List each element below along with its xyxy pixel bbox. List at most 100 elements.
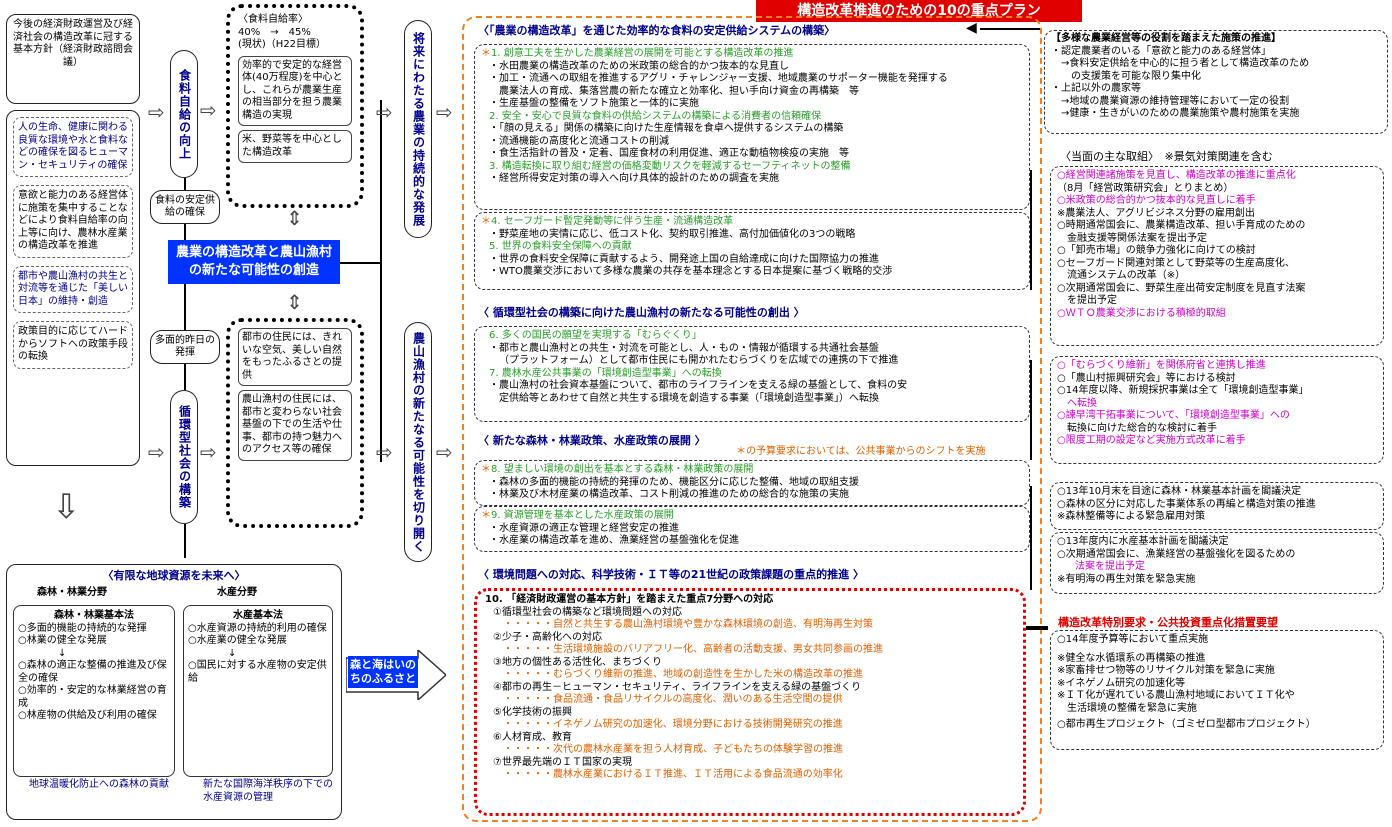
connector-line xyxy=(1026,626,1048,630)
arrow-right-icon: ⇨ xyxy=(436,440,453,464)
area-detail: ・・・・・むらづくり維新の推進、地域の創造性を生かした米の構造改革の推進 xyxy=(503,669,863,680)
diverse-box: 【多様な農業経営等の役割を踏まえた施策の推進】 ・認定農業者のいる「意欲と能力の… xyxy=(1044,30,1388,134)
water-output: 新たな国際海洋秩序の下での水産資源の管理 xyxy=(203,779,333,803)
special-item: ○都市再生プロジェクト（ゴミゼロ型都市プロジェクト） xyxy=(1057,719,1316,730)
point-3: 都市や農山漁村の共生と対流等を通じた「美しい日本」の維持・創造 xyxy=(13,265,133,313)
mura-item: 転換に向けた総合的な検討に着手 xyxy=(1057,422,1217,434)
forest-plan-item: ※森林整備等による緊急雇用対策 xyxy=(1057,511,1206,522)
updown-arrow-icon: ⇕ xyxy=(286,290,303,314)
plan-4-title: ＊4. セーフガード暫定発動等に伴う生産・流通構造改革 xyxy=(481,216,734,227)
section-1-header: 〈「農業の構造改革」を通じた効率的な食料の安定供給システムの構築〉 xyxy=(478,24,836,37)
sustainable-development-pill: 将来にわたる農業の持続的な発展 xyxy=(404,20,432,238)
diverse-line: →食料安定供給を中心的に担う者として構造改革のため xyxy=(1051,58,1310,69)
plan-2-item: ・流通機能の高度化と流通コストの削減 xyxy=(489,135,669,147)
special-item: ※健全な水循環系の再構築の推進 xyxy=(1057,652,1206,664)
water-plan-item: ※有明海の再生対策を緊急実施 xyxy=(1057,573,1196,585)
plan-5-item: ・WTO農業交渉において多様な農業の共存を基本理念とする日本提案に基づく戦略的交… xyxy=(489,266,893,277)
point-2: 意欲と能力のある経営体に施策を集中することなどにより食料自給率の向上等に向け、農… xyxy=(13,185,133,258)
diverse-title: 【多様な農業経営等の役割を踏まえた施策の推進】 xyxy=(1051,33,1281,44)
area-heading: ⑦世界最先端のＩＴ国家の実現 xyxy=(493,756,632,768)
urban-benefit: 都市の住民には、きれいな空気、美しい自然をもったふるさとの提供 xyxy=(238,328,352,386)
plan-6-title: 6. 多くの国民の願望を実現する「むらぐくり」 xyxy=(489,330,702,341)
mura-item: ○「農山村振興研究会」等における検討 xyxy=(1057,372,1236,384)
urban-rural-box: 都市の住民には、きれいな空気、美しい自然をもったふるさとの提供 農山漁村の住民に… xyxy=(226,318,364,528)
current-item: を提出予定 xyxy=(1057,295,1117,306)
arrow-right-icon: ⇨ xyxy=(376,100,393,124)
water-header: 水産分野 xyxy=(217,587,257,598)
plan-8-item: ・森林の多面的機能の持続的発揮のため、機能区分に応じた整備、地域の取組支援 xyxy=(489,476,859,488)
plan-8-item: ・林業及び木材産業の構造改革、コスト削減の推進のための総合的な施策の実施 xyxy=(489,489,849,500)
center-goal: 農業の構造改革と農山漁村の新たな可能性の創造 xyxy=(168,240,340,284)
forest-law-box: 森林・林業基本法 ○多面的機能の持続的な発揮 ○林業の健全な発展 ↓ ○森林の適… xyxy=(13,605,175,777)
plan-5-item: ・世界の食料安全保障に貢献するよう、開発途上国の自給達成に向けた国際協力の推進 xyxy=(489,253,879,265)
forest-plan-box: ○13年10月末を目途に森林・林業基本計画を閣議決定 ○森林の区分に対応した事業… xyxy=(1050,482,1384,530)
plan-9-box: ＊9. 資源管理を基本とした水産政策の展開 ・水産資源の適正な管理と経営安定の推… xyxy=(474,506,1030,552)
plan-7-item: ・農山漁村の社会資本基盤について、都市のライフラインを支える緑の基盤として、食料… xyxy=(489,380,908,391)
plan-7-title: 7. 農林水産公共事業の「環境創造型事業」への転換 xyxy=(489,367,722,379)
updown-arrow-icon: ⇕ xyxy=(286,206,303,230)
current-item: ○ＷＴＯ農業交渉における積極的取組 xyxy=(1057,307,1226,319)
area-detail: ・・・・・次代の農林水産業を担う人材育成、子どもたちの体験学習の推進 xyxy=(503,744,843,755)
mura-item: へ転換 xyxy=(1057,397,1097,409)
water-item: ○国民に対する水産物の安定供給 xyxy=(188,660,327,684)
connector-line xyxy=(184,364,186,390)
current-item: ○「卸売市場」の競争力強化に向けての検討 xyxy=(1057,245,1256,256)
plan-2-title: 2. 安全・安心で良質な食料の供給システムの構築による消費者の信頼確保 xyxy=(489,110,822,122)
current-item: （8月「経営政策研究会」とりまとめ） xyxy=(1057,182,1234,194)
section-3-note: ＊の予算要求においては、公共事業からのシフトを実施 xyxy=(736,446,986,457)
point-4: 政策目的に応じてハードからソフトへの政策手段の転換 xyxy=(13,321,133,369)
special-item: 生活環境の整備を緊急に実施 xyxy=(1057,702,1197,714)
plan-1-item: 農業法人の育成、集落営農の新たな確立と効率化、担い手向け資金の再構築 等 xyxy=(499,85,859,97)
special-item: ※ＩＴ化が遅れている農山漁村地域においてＩＴ化や xyxy=(1057,690,1295,701)
forest-law: 森林・林業基本法 xyxy=(54,610,134,621)
arrow-right-icon: ⇨ xyxy=(148,100,165,124)
connector-line xyxy=(340,262,382,264)
water-law: 水産基本法 xyxy=(233,610,283,621)
current-box: ○経営関連諸施策を見直し、構造改革の推進に重点化 （8月「経営政策研究会」とりま… xyxy=(1050,166,1384,346)
crop-reform: 米、野菜等を中心とした構造改革 xyxy=(238,130,352,163)
limited-resources-box: 〈有限な地球資源を未来へ〉 森林・林業分野 水産分野 森林・林業基本法 ○多面的… xyxy=(6,564,342,820)
special-box: ○14年度予算等において重点実施 ※健全な水循環系の再構築の推進 ※家畜排せつ物… xyxy=(1050,630,1384,750)
plans-6-7-box: 6. 多くの国民の願望を実現する「むらぐくり」 ・都市と農山漁村との共生・対流を… xyxy=(474,326,1030,422)
arrow-right-icon: ⇨ xyxy=(200,98,217,122)
special-title: 構造改革特別要求・公共投資重点化措置要望 xyxy=(1058,616,1278,629)
area-detail: ・・・・・食品流通・食品リサイクルの高度化、潤いのある生活空間の提供 xyxy=(503,694,843,705)
forest-plan-item: ○13年10月末を目途に森林・林業基本計画を閣議決定 xyxy=(1057,486,1302,497)
mura-item: ○諫早湾干拓事業について、「環境創造型事業」への xyxy=(1057,410,1290,421)
new-possibilities-pill: 農山漁村の新たなる可能性を切り開く xyxy=(404,322,432,562)
water-plan-item: ○次期通常国会に、漁業経営の基盤強化を図るための xyxy=(1057,548,1296,560)
plan-1-item: ・加工・流通への取組を推進するアグリ・チャレンジャー支援、地域農業のサポーター機… xyxy=(489,73,948,84)
plan-10-box: 10. 「経済財政運営の基本方針」を踏まえた重点7分野への対応 ①循環型社会の構… xyxy=(474,588,1026,816)
forest-header: 森林・林業分野 xyxy=(37,587,107,598)
forest-item: ○多面的機能の持続的な発揮 xyxy=(18,622,147,634)
water-law-box: 水産基本法 ○水産資源の持続的利用の確保 ○水産業の健全な発展 ↓ ○国民に対す… xyxy=(183,605,333,777)
food-security-label: 食料の安定供給の確保 xyxy=(150,190,220,224)
multi-role-label: 多面的昨日の発揮 xyxy=(150,330,220,364)
arrow-right-icon: ⇨ xyxy=(436,100,453,124)
diverse-line: →地域の農業資源の維持管理等において一定の役割 xyxy=(1051,95,1290,107)
water-plan-item: ○13年度内に水産基本計画を閣議決定 xyxy=(1057,536,1229,547)
water-plan-box: ○13年度内に水産基本計画を閣議決定 ○次期通常国会に、漁業経営の基盤強化を図る… xyxy=(1050,532,1384,594)
bracket-line xyxy=(1030,360,1032,460)
arrow-right-icon: ⇨ xyxy=(200,440,217,464)
arrow-left-icon xyxy=(980,28,1040,30)
current-title: 〈当面の主な取組〉 ※景気対策関連を含む xyxy=(1060,150,1273,163)
area-detail: ・・・・・生活環境施設のバリアフリー化、高齢者の活動支援、男女共同参画の推進 xyxy=(503,644,883,655)
food-self-sufficiency-pill: 食料自給の向上 xyxy=(170,50,198,178)
plan-6-item: ・都市と農山漁村との共生・対流を可能とし、人・もの・情報が循環する共通社会基盤 xyxy=(489,342,879,354)
area-heading: ⑤化学技術の振興 xyxy=(493,706,572,718)
sea-label: 森と海はいのちのふるさと xyxy=(348,656,418,688)
plan-1-title: ＊1. 創意工夫を生かした農業経営の展開を可能とする構造改革の推進 xyxy=(481,48,794,59)
plan-10-title: 10. 「経済財政運営の基本方針」を踏まえた重点7分野への対応 xyxy=(485,594,774,605)
current-item: ○経営関連諸施策を見直し、構造改革の推進に重点化 xyxy=(1057,170,1296,181)
current-item: ○セーフガード関連対策として野菜等の生産高度化、 xyxy=(1057,257,1295,269)
bracket-line xyxy=(1030,486,1032,590)
policy-box: 今後の経済財政運営及び経済社会の構造改革に冠する基本方針（経済財政諮問会議） xyxy=(6,14,140,104)
diverse-line: ・認定農業者のいる「意欲と能力のある経営体」 xyxy=(1051,45,1271,57)
bracket-line xyxy=(1030,170,1032,290)
self-sufficiency-box: 〈食料自給率〉 40% → 45% (現状)（H22目標） 効率的で安定的な経営… xyxy=(226,4,364,208)
water-item: ○水産資源の持続的利用の確保 xyxy=(188,622,327,634)
forest-output: 地球温暖化防止への森林の貢献 xyxy=(29,779,169,790)
forest-item: ○森林の適正な整備の推進及び保全の確保 xyxy=(18,660,167,684)
rural-benefit: 農山漁村の住民には、都市と変わらない社会基盤の下での生活や仕事、都市の持つ魅力へ… xyxy=(238,390,352,461)
